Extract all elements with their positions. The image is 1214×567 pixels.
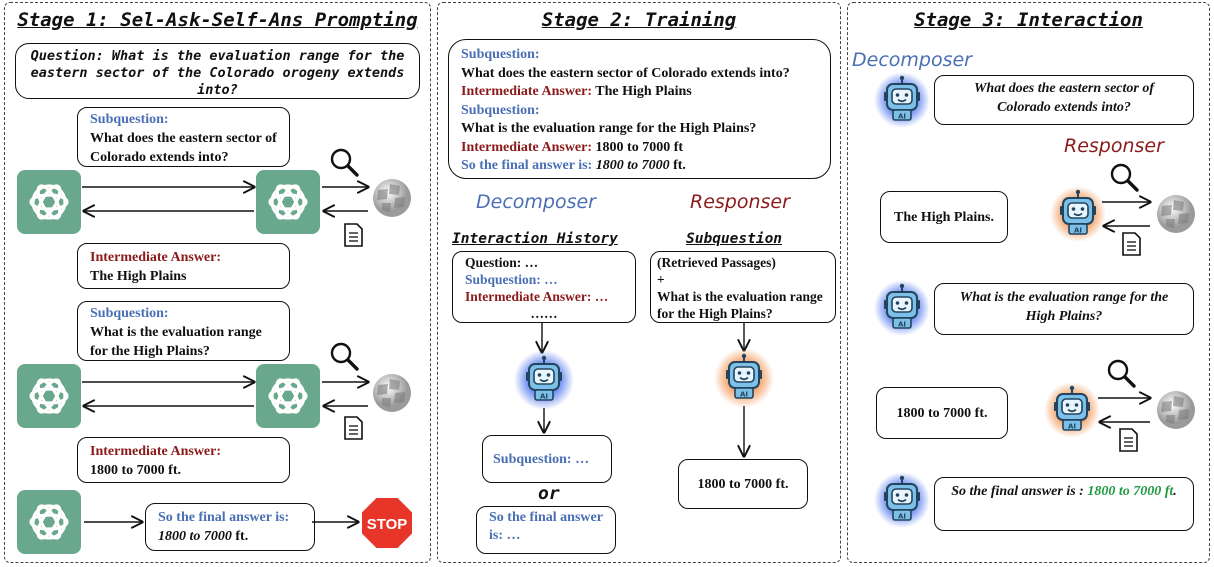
s3-final-end: . bbox=[1173, 484, 1177, 499]
document-icon bbox=[1119, 428, 1138, 452]
s2-ia1-text: The High Plains bbox=[592, 84, 692, 99]
s2-subquestion-heading: Subquestion bbox=[686, 231, 783, 247]
s2-resp-out-box: 1800 to 7000 ft. bbox=[678, 459, 808, 509]
document-icon bbox=[344, 416, 363, 440]
openai-logo-icon bbox=[17, 490, 81, 554]
s2-subq-text: What is the evaluation range for the Hig… bbox=[657, 289, 823, 321]
openai-logo-icon bbox=[17, 364, 81, 428]
stage1-final-label: So the final answer is: bbox=[158, 510, 290, 525]
s2-history-box: Question: … Subquestion: … Intermediate … bbox=[452, 251, 636, 323]
stage1-question-box: Question: What is the evaluation range f… bbox=[15, 43, 420, 99]
stage1-ia1-text: The High Plains bbox=[90, 269, 187, 284]
stage1-sub2-label: Subquestion: bbox=[90, 306, 169, 321]
wikipedia-globe-icon bbox=[373, 374, 411, 412]
s2-or: or bbox=[538, 483, 560, 504]
stage3-panel: Stage 3: Interaction Decomposer Response… bbox=[847, 2, 1210, 563]
s2-history-heading: Interaction History bbox=[452, 231, 618, 247]
s2-sub2-text: What is the evaluation range for the Hig… bbox=[461, 121, 757, 136]
stage1-sub2-text: What is the evaluation range for the Hig… bbox=[90, 325, 262, 359]
stage1-panel: Stage 1: Sel-Ask-Self-Ans Prompting Ques… bbox=[4, 2, 431, 563]
stage3-title: Stage 3: Interaction bbox=[914, 9, 1143, 31]
stage1-final-unit: ft. bbox=[231, 529, 249, 544]
openai-logo-icon bbox=[17, 170, 81, 234]
s2-ia1-label: Intermediate Answer: bbox=[461, 84, 593, 99]
s3-q2: What is the evaluation range for the Hig… bbox=[959, 290, 1169, 324]
stage1-ia2-text: 1800 to 7000 ft. bbox=[90, 463, 181, 478]
s2-ia2-label: Intermediate Answer: bbox=[461, 139, 593, 155]
s3-a2: 1800 to 7000 ft. bbox=[896, 405, 988, 421]
s2-final-value: 1800 to 7000 bbox=[592, 158, 670, 173]
stage1-subquestion-box-1: Subquestion: What does the eastern secto… bbox=[77, 107, 290, 167]
s2-history-dots: …… bbox=[530, 306, 558, 321]
s2-final-unit: ft. bbox=[669, 158, 686, 173]
s2-out-final: So the final answer is: … bbox=[489, 510, 603, 543]
s2-resp-out: 1800 to 7000 ft. bbox=[697, 476, 789, 492]
s3-q2-box: What is the evaluation range for the Hig… bbox=[934, 283, 1194, 335]
stop-text: STOP bbox=[367, 516, 408, 533]
s2-out-sub-box: Subquestion: … bbox=[482, 435, 612, 483]
document-icon bbox=[344, 223, 363, 247]
s2-subquestion-box: (Retrieved Passages) + What is the evalu… bbox=[650, 251, 836, 323]
s3-decomposer-heading: Decomposer bbox=[852, 49, 972, 71]
s2-ia2-text: 1800 to 7000 ft bbox=[592, 139, 684, 155]
stage1-sub1-label: Subquestion: bbox=[90, 112, 169, 127]
openai-logo-icon bbox=[256, 170, 320, 234]
stage1-final-value: 1800 to 7000 bbox=[158, 529, 232, 544]
s3-final-prefix: So the final answer is : bbox=[951, 484, 1088, 499]
s2-sub2-label: Subquestion: bbox=[461, 102, 540, 118]
stage2-title: Stage 2: Training bbox=[541, 9, 737, 31]
s2-sub1-label: Subquestion: bbox=[461, 47, 540, 62]
s2-history-question: Question: … bbox=[465, 255, 539, 270]
magnifier-icon bbox=[1107, 359, 1136, 388]
stage1-ia2-label: Intermediate Answer: bbox=[90, 444, 222, 459]
s3-q1-box: What does the eastern sector of Colorado… bbox=[934, 75, 1194, 125]
s3-a1-box: The High Plains. bbox=[880, 191, 1008, 243]
stage1-subquestion-box-2: Subquestion: What is the evaluation rang… bbox=[77, 301, 290, 361]
s2-history-ia: Intermediate Answer: … bbox=[465, 289, 609, 304]
s2-final-label: So the final answer is: bbox=[461, 158, 593, 173]
s2-sub1-text: What does the eastern sector of Colorado… bbox=[461, 65, 790, 81]
s2-retrieved: (Retrieved Passages) bbox=[657, 255, 776, 270]
stop-sign-icon: STOP bbox=[360, 496, 414, 550]
magnifier-icon bbox=[330, 148, 359, 177]
s3-a2-box: 1800 to 7000 ft. bbox=[876, 387, 1008, 439]
wikipedia-globe-icon bbox=[1157, 195, 1195, 233]
stage1-sub1-text: What does the eastern sector of Colorado… bbox=[90, 131, 277, 165]
magnifier-icon bbox=[330, 342, 359, 371]
s2-plus: + bbox=[657, 272, 665, 287]
document-icon bbox=[1122, 232, 1141, 256]
s3-q1: What does the eastern sector of Colorado… bbox=[973, 81, 1155, 115]
s2-out-final-box: So the final answer is: … bbox=[476, 506, 616, 554]
s2-responser-heading: Responser bbox=[690, 191, 790, 213]
s3-final-value: 1800 to 7000 ft bbox=[1087, 484, 1174, 499]
openai-logo-icon bbox=[256, 364, 320, 428]
s2-history-sub: Subquestion: … bbox=[465, 272, 558, 287]
stage2-panel: Stage 2: Training Subquestion: What does… bbox=[437, 2, 841, 563]
stage1-ia-box-2: Intermediate Answer: 1800 to 7000 ft. bbox=[77, 437, 290, 483]
stage1-ia-box-1: Intermediate Answer: The High Plains bbox=[77, 243, 290, 289]
stage1-question: Question: What is the evaluation range f… bbox=[30, 48, 405, 98]
stage1-ia1-label: Intermediate Answer: bbox=[90, 250, 222, 265]
s3-responser-heading: Responser bbox=[1064, 135, 1164, 157]
magnifier-icon bbox=[1110, 163, 1139, 192]
s3-final-box: So the final answer is : 1800 to 7000 ft… bbox=[934, 477, 1194, 531]
s2-decomposer-heading: Decomposer bbox=[476, 191, 596, 213]
wikipedia-globe-icon bbox=[1157, 391, 1195, 429]
s2-out-sub: Subquestion: … bbox=[493, 451, 590, 467]
stage1-title: Stage 1: Sel-Ask-Self-Ans Prompting bbox=[17, 9, 418, 31]
s3-a1: The High Plains. bbox=[894, 209, 994, 225]
stage1-final-box: So the final answer is: 1800 to 7000 ft. bbox=[145, 503, 315, 551]
stage2-example-box: Subquestion: What does the eastern secto… bbox=[448, 39, 831, 179]
wikipedia-globe-icon bbox=[373, 179, 411, 217]
